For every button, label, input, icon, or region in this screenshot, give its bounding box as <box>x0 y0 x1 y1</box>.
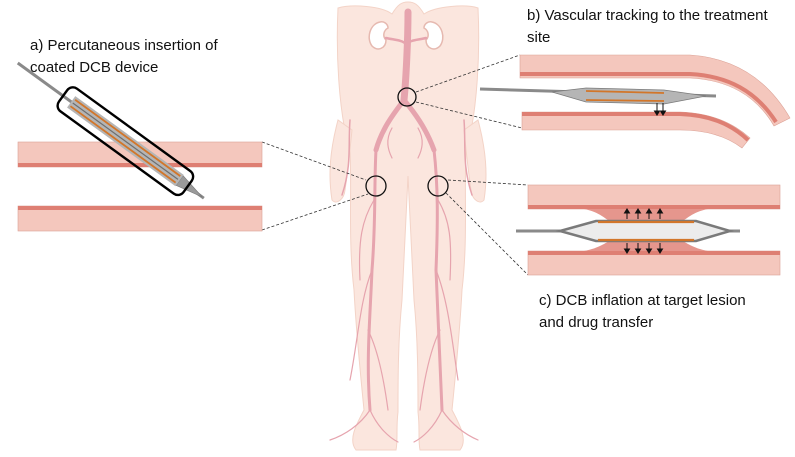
right-arm-artery <box>463 119 473 196</box>
arterial-tree <box>329 8 479 443</box>
left-leg-branches <box>329 199 399 443</box>
balloon-band-b-2 <box>585 99 665 102</box>
panel-b-tracking: b) Vascular tracking to the treatment si… <box>479 7 791 149</box>
balloon-b-folded <box>551 87 707 105</box>
magnifier-circle-aorta <box>397 87 417 107</box>
caption-b: b) Vascular tracking to the treatment si… <box>527 7 772 46</box>
curved-vessel-b <box>519 54 791 149</box>
balloon-band-b-1 <box>585 90 665 94</box>
vessel-a-lower-wall <box>17 205 263 232</box>
leader-c-bottom <box>445 192 529 276</box>
vessel-a <box>17 141 263 232</box>
caption-b-line-1: b) Vascular tracking to the treatment <box>527 7 768 24</box>
right-kidney <box>423 21 444 50</box>
leader-lines <box>261 54 529 276</box>
dcb-device-sheathed <box>16 61 205 200</box>
caption-c-line-1: c) DCB inflation at target lesion <box>539 292 746 309</box>
balloon-band-a-1 <box>74 98 181 177</box>
caption-c: c) DCB inflation at target lesion and dr… <box>539 292 750 331</box>
vessel-b-lower-intima <box>522 112 750 142</box>
balloon-c-inflated <box>555 219 735 243</box>
left-arm-artery <box>341 119 351 196</box>
human-body-silhouette <box>329 1 487 451</box>
pelvic-branches <box>387 127 423 159</box>
lesion-plaque-lower <box>584 241 708 251</box>
caption-c-line-2: and drug transfer <box>539 314 653 331</box>
kidneys <box>368 21 444 50</box>
right-leg-branches <box>413 199 479 443</box>
vessel-a-lower-intima <box>18 206 262 210</box>
arrow-icon <box>634 248 642 254</box>
magnifier-circle-right-iliac <box>427 175 449 197</box>
renal-arteries <box>384 36 428 46</box>
vessel-c <box>527 184 781 276</box>
arrow-icon <box>634 208 642 214</box>
arrow-icon <box>659 110 667 116</box>
arrow-icon <box>645 248 653 254</box>
caption-b-line-2: site <box>527 29 550 46</box>
arrow-icon <box>656 248 664 254</box>
caption-a: a) Percutaneous insertion of coated DCB … <box>30 37 222 76</box>
protective-sheath <box>56 86 195 197</box>
left-kidney <box>368 21 389 50</box>
vessel-a-upper-intima <box>18 163 262 167</box>
arrow-icon <box>656 208 664 214</box>
dcb-device-inflated <box>516 219 740 243</box>
lesion-plaque-upper <box>584 209 708 221</box>
balloon-band-a-3 <box>69 105 177 184</box>
drug-transfer-arrows-c <box>623 208 664 254</box>
leader-b-bottom <box>415 101 523 129</box>
arrow-icon <box>623 248 631 254</box>
magnifier-circle-left-iliac <box>365 175 387 197</box>
leader-a-top <box>261 141 367 181</box>
vessel-c-lower-intima <box>528 251 780 255</box>
balloon-band-a-2 <box>72 102 179 180</box>
caption-a-line-1: a) Percutaneous insertion of <box>30 37 218 54</box>
caption-a-line-2: coated DCB device <box>30 59 158 76</box>
magnifier-circles <box>365 87 449 197</box>
vessel-b-lower-wall <box>521 111 751 149</box>
vessel-b-upper-intima <box>520 72 778 124</box>
panel-a-insertion: a) Percutaneous insertion of coated DCB … <box>16 37 263 232</box>
panel-c-inflation: c) DCB inflation at target lesion and dr… <box>516 184 781 331</box>
left-iliac-artery <box>373 97 407 153</box>
arrow-icon <box>645 208 653 214</box>
vessel-c-upper-intima <box>528 205 780 209</box>
arrow-icon <box>623 208 631 214</box>
aorta <box>400 8 412 104</box>
right-hand <box>463 119 487 203</box>
dcb-device-tracking <box>479 87 717 105</box>
drug-release-arrows-b <box>653 103 667 116</box>
arrow-icon <box>653 110 661 116</box>
leader-c-top <box>447 179 529 186</box>
leader-b-top <box>415 54 521 93</box>
right-iliac-artery <box>401 97 437 153</box>
lower-body-outline <box>336 1 480 451</box>
leader-a-bottom <box>261 193 369 231</box>
